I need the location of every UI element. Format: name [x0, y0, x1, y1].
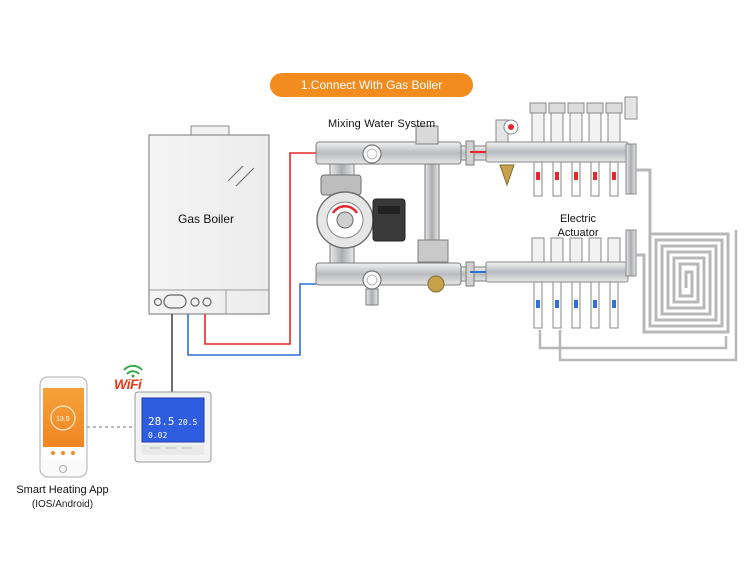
phone-temperature: 13.5: [56, 416, 70, 423]
smart-app-label: Smart Heating App: [16, 484, 109, 496]
circulation-pump: [316, 174, 406, 249]
title-banner: 1.Connect With Gas Boiler: [270, 73, 473, 97]
thermostat-time: 0.02: [148, 431, 167, 440]
supply-pipe: [204, 152, 316, 345]
thermostat-set-temp: 20.5: [178, 418, 197, 427]
manifold: [470, 96, 638, 329]
floor-heating-loop: [538, 168, 738, 362]
return-pipe: [187, 283, 316, 356]
wifi-icon: [123, 364, 143, 378]
wifi-label: WiFi: [114, 376, 142, 392]
gas-boiler: [148, 125, 270, 315]
actuator-label-line1: Electric: [559, 213, 597, 225]
gas-boiler-label: Gas Boiler: [178, 212, 235, 226]
electric-actuator-label: Electric Actuator: [548, 212, 608, 240]
mixing-system-label: Mixing Water System: [328, 118, 436, 130]
app-platforms-label: (IOS/Android): [31, 499, 94, 510]
actuator-label-line2: Actuator: [557, 227, 599, 239]
thermostat: [134, 391, 212, 463]
smartphone: [39, 376, 88, 478]
thermostat-room-temp: 28.5: [148, 415, 175, 428]
